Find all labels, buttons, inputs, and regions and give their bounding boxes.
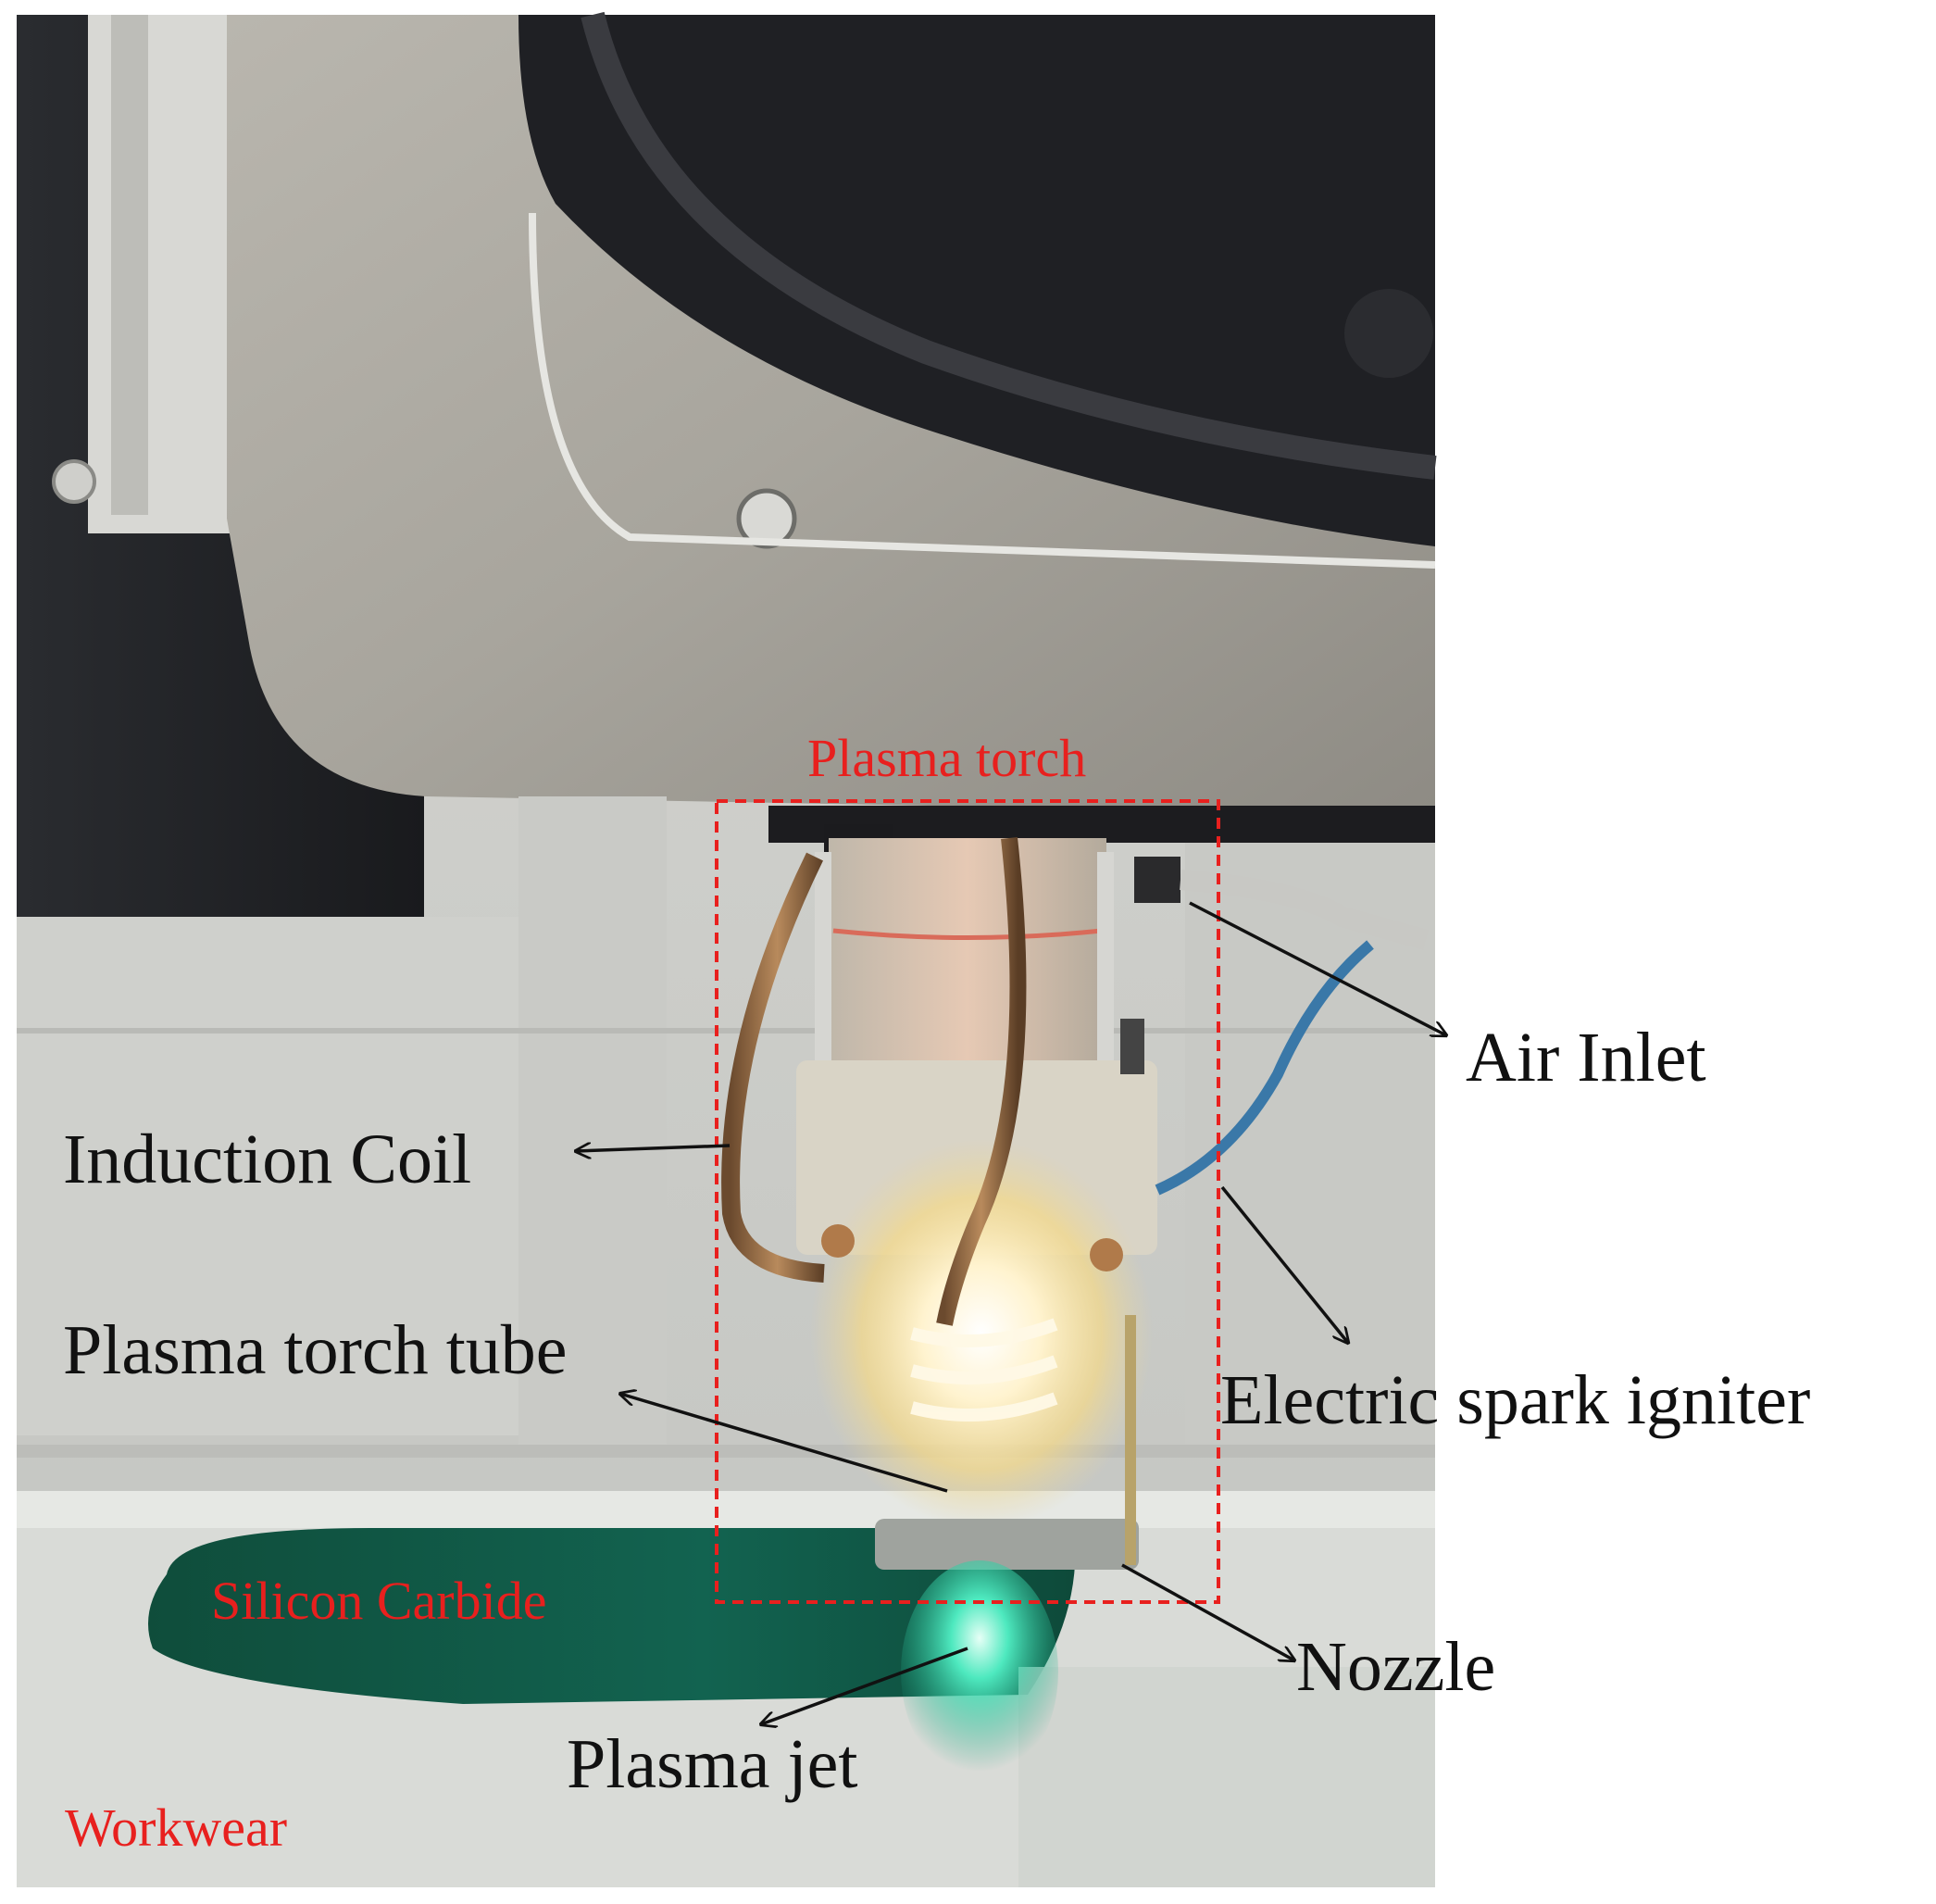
label-induction-coil: Induction Coil bbox=[63, 1121, 471, 1198]
nozzle-ring bbox=[875, 1519, 1139, 1570]
arrow-air-inlet bbox=[1189, 901, 1446, 1035]
igniter-cable bbox=[1155, 940, 1374, 1196]
callout-arrows bbox=[576, 901, 1446, 1724]
silicon-carbide-wafer bbox=[148, 1528, 1076, 1704]
arrow-plasma-torch-tube bbox=[620, 1394, 948, 1493]
plasma-jet-glow bbox=[901, 1560, 1058, 1783]
arrow-plasma-jet bbox=[761, 1647, 968, 1724]
arrow-induction-coil bbox=[576, 1146, 731, 1151]
air-inlet-hose bbox=[1180, 870, 1429, 950]
label-plasma-jet: Plasma jet bbox=[567, 1725, 858, 1803]
arrow-electric-spark-igniter bbox=[1220, 1185, 1348, 1343]
photo bbox=[17, 11, 1437, 1887]
label-air-inlet: Air Inlet bbox=[1466, 1019, 1706, 1096]
label-plasma-torch-tube: Plasma torch tube bbox=[63, 1311, 568, 1389]
label-electric-spark-igniter: Electric spark igniter bbox=[1220, 1361, 1810, 1439]
coil-turns bbox=[910, 1318, 1058, 1422]
induction-coil-lead-right bbox=[936, 837, 1027, 1326]
plasma-torch-box bbox=[715, 799, 1220, 1604]
arrow-nozzle bbox=[1121, 1563, 1294, 1660]
camera-lens-housing bbox=[518, 15, 1435, 546]
label-workwear: Workwear bbox=[65, 1798, 287, 1858]
quartz-tube-upper bbox=[829, 838, 1106, 1060]
plasma-glow bbox=[810, 1139, 1153, 1528]
induction-coil-lead-left bbox=[721, 852, 825, 1283]
label-plasma-torch: Plasma torch bbox=[807, 728, 1086, 788]
label-nozzle: Nozzle bbox=[1296, 1628, 1495, 1706]
label-silicon-carbide: Silicon Carbide bbox=[211, 1571, 546, 1631]
